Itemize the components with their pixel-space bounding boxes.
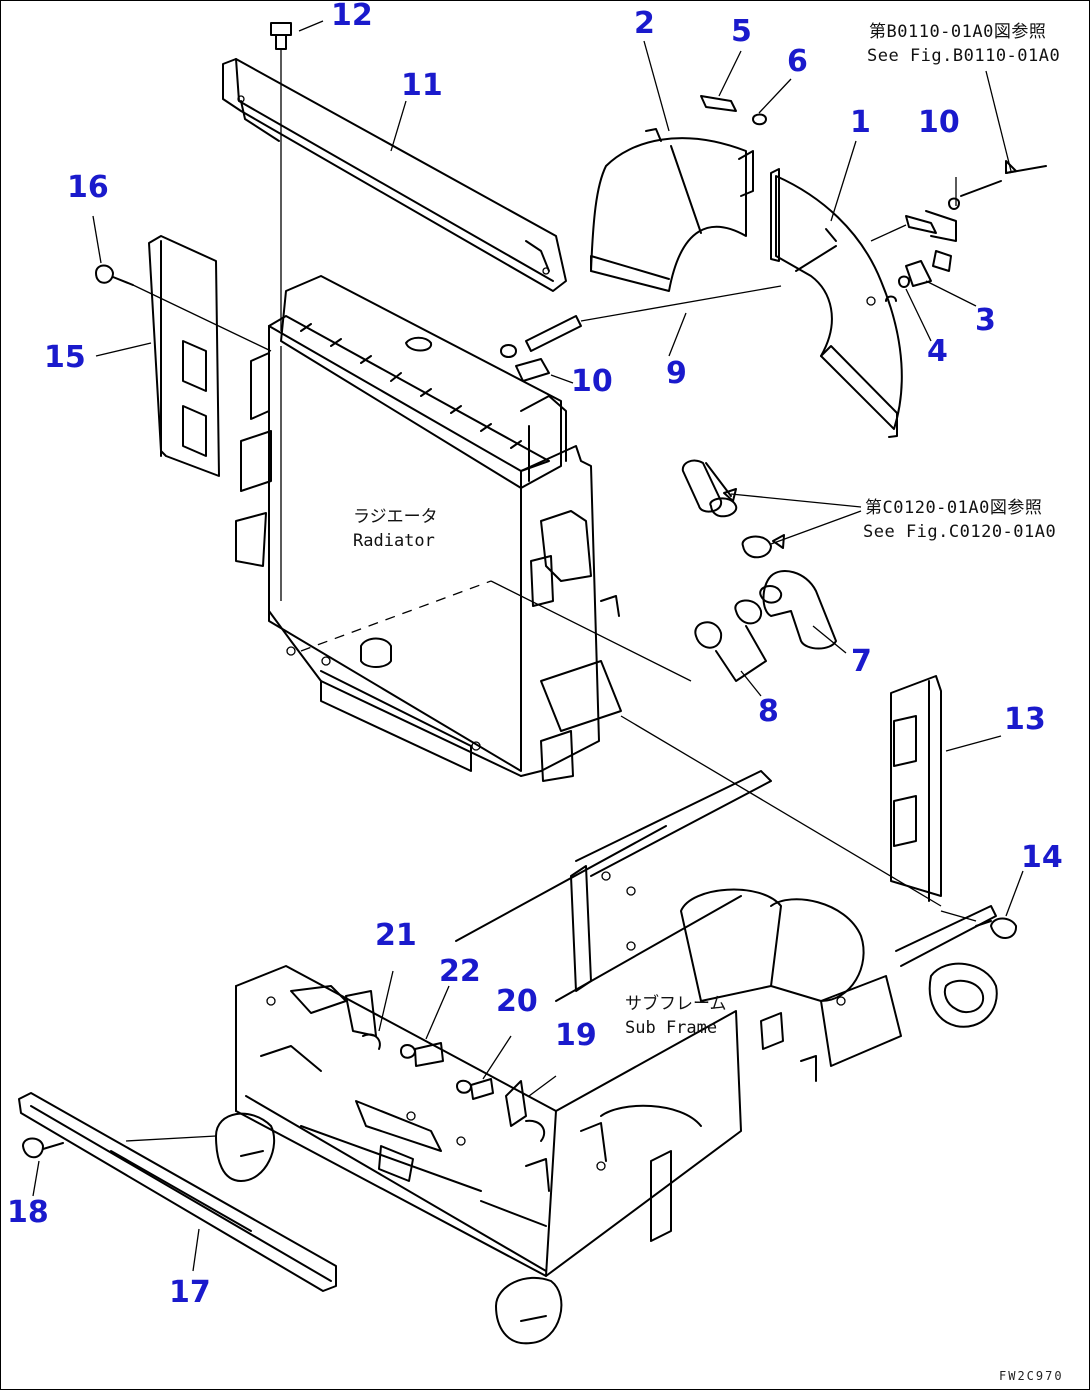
callout-15: 15 bbox=[44, 340, 86, 375]
callout-1: 1 bbox=[850, 105, 871, 140]
callout-8: 8 bbox=[758, 694, 779, 729]
callout-19: 19 bbox=[555, 1018, 597, 1053]
front-guard-17 bbox=[18, 1092, 337, 1292]
callout-7: 7 bbox=[851, 644, 872, 679]
sub-frame bbox=[215, 770, 998, 1345]
callout-17: 17 bbox=[169, 1275, 211, 1310]
callout-14: 14 bbox=[1021, 840, 1063, 875]
subframe-label-jp: サブフレーム bbox=[625, 994, 727, 1014]
callout-18: 18 bbox=[7, 1195, 49, 1230]
fan-shroud-half-1 bbox=[770, 168, 903, 438]
callout-leaders bbox=[92, 40, 1024, 917]
callout-16: 16 bbox=[67, 170, 109, 205]
callout-2: 2 bbox=[634, 6, 655, 41]
bracket-parts bbox=[290, 970, 557, 1142]
figure-code: FW2C970 bbox=[999, 1369, 1064, 1383]
callout-22: 22 bbox=[439, 954, 481, 989]
callout-20: 20 bbox=[496, 984, 538, 1019]
side-plate-15 bbox=[95, 235, 272, 477]
upper-bracket-11 bbox=[222, 58, 567, 292]
callout-4: 4 bbox=[927, 334, 948, 369]
bolt-18 bbox=[22, 1137, 64, 1197]
hose-and-clamps bbox=[681, 459, 862, 682]
callout-10-upper: 10 bbox=[918, 105, 960, 140]
radiator-assembly bbox=[235, 275, 692, 782]
fan-shroud-half-2 bbox=[590, 128, 754, 292]
reference-note-top-jp: 第B0110-01A0図参照 bbox=[869, 22, 1047, 42]
reference-note-mid-en: See Fig.C0120-01A0 bbox=[863, 522, 1057, 542]
reference-note-mid-jp: 第C0120-01A0図参照 bbox=[865, 498, 1043, 518]
callout-9: 9 bbox=[666, 356, 687, 391]
callout-21: 21 bbox=[375, 918, 417, 953]
callout-10-lower: 10 bbox=[571, 364, 613, 399]
callout-13: 13 bbox=[1004, 702, 1046, 737]
callout-12: 12 bbox=[331, 0, 373, 33]
radiator-label-en: Radiator bbox=[353, 531, 435, 551]
stay-rod-9 bbox=[500, 70, 1047, 382]
callout-5: 5 bbox=[731, 14, 752, 49]
callout-3: 3 bbox=[975, 303, 996, 338]
reference-note-top-en: See Fig.B0110-01A0 bbox=[867, 46, 1061, 66]
side-plate-13 bbox=[620, 675, 1018, 939]
bolt-12 bbox=[270, 20, 324, 331]
subframe-label-en: Sub Frame bbox=[625, 1018, 718, 1038]
radiator-label-jp: ラジエータ bbox=[353, 507, 438, 527]
callout-6: 6 bbox=[787, 44, 808, 79]
callout-11: 11 bbox=[401, 68, 443, 103]
